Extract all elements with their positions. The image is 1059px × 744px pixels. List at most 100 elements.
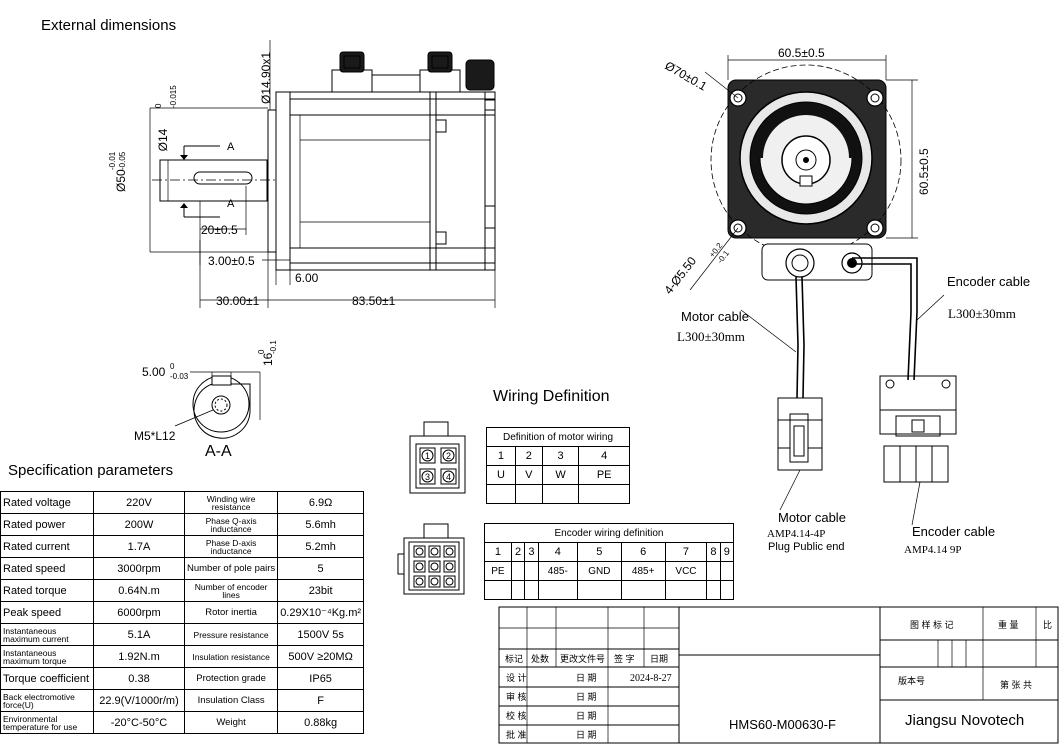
spec-value-2: 23bit	[277, 579, 365, 602]
spec-parameters-title: Specification parameters	[8, 462, 174, 479]
spec-label: Torque coefficient	[0, 667, 94, 690]
tb-scale: 比	[1043, 619, 1052, 630]
motor-connector-pin-3: 3	[425, 472, 430, 482]
encoder-blank-cell	[719, 580, 735, 600]
spec-value-2: 6.9Ω	[277, 491, 365, 514]
flange-diameter-label: Ø14.90x1	[259, 52, 273, 104]
encoder-pin-number: 2	[510, 542, 526, 562]
encoder-pin-number: 3	[524, 542, 539, 562]
spec-value: 220V	[93, 491, 185, 514]
encoder-connector-sketch	[397, 523, 465, 595]
encoder-blank-cell	[537, 580, 579, 600]
section-aa-view	[174, 371, 261, 439]
spec-value: 6000rpm	[93, 601, 185, 624]
spec-value-2: 5.2mh	[277, 535, 365, 558]
encoder-blank-cell	[510, 580, 526, 600]
key-height-label: 16	[261, 352, 275, 366]
spec-value-2: 5.6mh	[277, 513, 365, 536]
spec-label-2: Number of encoder lines	[183, 579, 279, 602]
motor-connector-pin-2: 2	[446, 451, 451, 461]
motor-front-view	[689, 55, 957, 526]
encoder-blank-cell	[620, 580, 666, 600]
spec-label: Instantaneous maximum torque	[0, 645, 94, 668]
tb-check-date-label: 日 期	[576, 692, 597, 702]
encoder-cable-label: Encoder cable	[947, 274, 1030, 289]
encoder-pin-number: 5	[577, 542, 622, 562]
motor-wiring-title: Definition of motor wiring	[486, 427, 630, 447]
encoder-pin-signal: PE	[484, 561, 512, 581]
shaft-diameter-value: Ø14	[156, 128, 170, 151]
motor-plug-model: AMP4.14-4P	[767, 528, 825, 540]
encoder-pin-number: 1	[484, 542, 512, 562]
holes-value: 4-Ø5.50	[661, 254, 699, 297]
spec-label-2: Pressure resistance	[183, 623, 279, 646]
tb-design-date-label: 日 期	[576, 673, 597, 683]
motor-wiring-blank-row	[486, 484, 630, 504]
key-width-tol-upper: 0	[170, 362, 175, 371]
tb-sheet: 第 张 共	[1000, 679, 1032, 690]
encoder-pin-signal: 485+	[620, 561, 666, 581]
spec-label-2: Winding wire resistance	[183, 491, 279, 514]
encoder-pin-signal	[524, 561, 539, 581]
title-block	[498, 606, 1059, 744]
body-length-label: 83.50±1	[352, 294, 396, 308]
motor-pin-number: 1	[486, 446, 516, 466]
encoder-blank-cell	[577, 580, 622, 600]
spec-row: Back electromotive force(U)22.9(V/1000r/…	[0, 689, 365, 712]
spec-label-2: Number of pole pairs	[183, 557, 279, 580]
key-width-value: 5.00	[142, 365, 166, 379]
flange-thickness-label: 6.00	[295, 271, 319, 285]
spec-value: 200W	[93, 513, 185, 536]
motor-side-view	[149, 40, 496, 308]
spec-label: Rated torque	[0, 579, 94, 602]
tb-weight: 重 量	[998, 619, 1019, 630]
encoder-blank-cell	[524, 580, 539, 600]
spec-value-2: 5	[277, 557, 365, 580]
spec-value-2: 1500V 5s	[277, 623, 365, 646]
encoder-wiring-blank-row	[484, 580, 735, 600]
tb-model: HMS60-M00630-F	[729, 717, 836, 732]
motor-connector-pin-1: 1	[425, 451, 430, 461]
encoder-pin-number: 4	[537, 542, 579, 562]
spec-row: Environmental temperature for use-20°C-5…	[0, 711, 365, 734]
encoder-pin-signal	[510, 561, 526, 581]
encoder-pin-signal: GND	[577, 561, 622, 581]
tb-proof-date-label: 日 期	[576, 711, 597, 721]
key-height-tol-upper: 0	[257, 349, 266, 354]
wiring-definition-title: Wiring Definition	[493, 388, 610, 405]
spec-label-2: Rotor inertia	[183, 601, 279, 624]
tb-rev-doc: 更改文件号	[560, 653, 605, 664]
encoder-pin-number: 7	[664, 542, 708, 562]
section-mark-bottom: A	[227, 198, 235, 210]
spec-label: Peak speed	[0, 601, 94, 624]
spec-value-2: 0.29X10⁻⁴Kg.m²	[277, 601, 365, 624]
key-width-label: 5.00	[142, 365, 166, 379]
encoder-plug-model: AMP4.14 9P	[904, 544, 961, 556]
motor-pin-signal: PE	[578, 465, 630, 485]
pilot-tol-lower: -0.05	[118, 151, 127, 170]
spec-label: Back electromotive force(U)	[0, 689, 94, 712]
motor-cable-length: L300±30mm	[677, 329, 745, 344]
pilot-length-label: 3.00±0.5	[208, 254, 255, 268]
encoder-blank-cell	[664, 580, 708, 600]
motor-connector-pin-4: 4	[446, 472, 451, 482]
tb-approve: 批 准	[506, 729, 527, 740]
encoder-pin-signal: VCC	[664, 561, 708, 581]
encoder-blank-cell	[706, 580, 721, 600]
encoder-pin-number: 9	[719, 542, 735, 562]
spec-value: -20°C-50°C	[93, 711, 185, 734]
encoder-plug-title: Encoder cable	[912, 524, 995, 539]
